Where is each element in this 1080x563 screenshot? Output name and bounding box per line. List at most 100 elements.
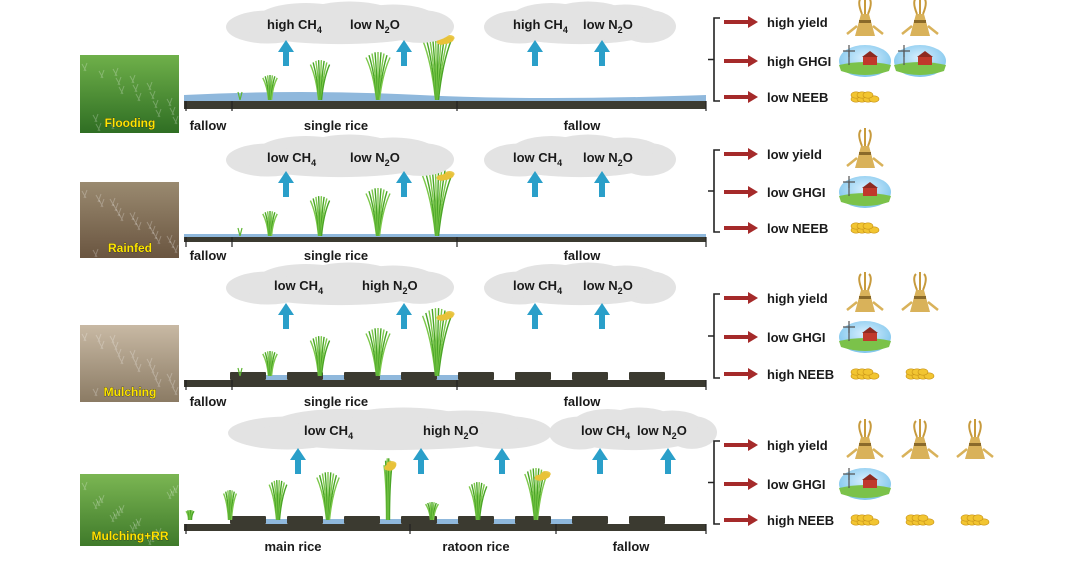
- mulch-ridge: [344, 372, 380, 380]
- n2o-label: high N2O: [362, 278, 418, 296]
- ch4-label: low CH4: [267, 150, 316, 168]
- farm-landscape-icon: [894, 45, 946, 77]
- grain-pile-icon: [850, 514, 880, 526]
- ch4-label: low CH4: [581, 423, 630, 441]
- ch4-label: low CH4: [513, 150, 562, 168]
- segment-label: fallow: [613, 539, 651, 554]
- segment-label: main rice: [264, 539, 321, 554]
- rice-plant-icon: [365, 52, 391, 101]
- seedling-icon: [237, 367, 243, 377]
- farm-landscape-icon: [839, 321, 891, 353]
- rice-plant-icon: [421, 308, 455, 377]
- rice-plant-icon: [262, 211, 278, 237]
- grain-pile-icon: [850, 368, 880, 380]
- furrow-water: [494, 519, 515, 524]
- up-arrow-icon: [594, 171, 610, 197]
- furrow-water: [266, 519, 287, 524]
- n2o-label: low N2O: [583, 150, 633, 168]
- n2o-label: high N2O: [423, 423, 479, 441]
- rice-plant-icon: [365, 328, 391, 377]
- farm-landscape-icon: [839, 45, 891, 77]
- rice-plant-icon: [222, 490, 238, 521]
- grain-pile-icon: [960, 514, 990, 526]
- mulch-ridge: [515, 372, 551, 380]
- mulch-ridge: [287, 516, 323, 524]
- rice-sheaf-icon: [846, 128, 884, 168]
- mulch-ridge: [230, 372, 266, 380]
- field-photo: [80, 325, 179, 402]
- segment-label: single rice: [304, 248, 368, 263]
- furrow-water: [266, 375, 287, 380]
- red-right-arrow-icon: [724, 368, 758, 380]
- emission-cloud: [225, 262, 454, 306]
- segment-label: single rice: [304, 394, 368, 409]
- segment-label: ratoon rice: [442, 539, 509, 554]
- emission-cloud: [549, 407, 717, 451]
- up-arrow-icon: [594, 303, 610, 329]
- mulch-ridge: [344, 516, 380, 524]
- emission-cloud: [225, 1, 454, 45]
- red-right-arrow-icon: [724, 55, 758, 67]
- mulch-ridge: [230, 516, 266, 524]
- outcome-label: high NEEB: [767, 513, 834, 528]
- emission-cloud: [484, 134, 676, 178]
- emission-cloud: [484, 262, 676, 306]
- shallow-water: [184, 234, 706, 237]
- grain-pile-icon: [905, 514, 935, 526]
- ch4-label: high CH4: [267, 17, 322, 35]
- segment-label: fallow: [190, 394, 228, 409]
- segment-label: single rice: [304, 118, 368, 133]
- n2o-label: low N2O: [583, 17, 633, 35]
- outcome-label: low GHGI: [767, 185, 826, 200]
- grain-pile-icon: [850, 91, 880, 103]
- n2o-label: low N2O: [350, 150, 400, 168]
- red-right-arrow-icon: [724, 514, 758, 526]
- rice-plant-icon: [309, 60, 331, 101]
- outcome-label: high GHGI: [767, 54, 831, 69]
- segment-label: fallow: [564, 118, 602, 133]
- red-right-arrow-icon: [724, 16, 758, 28]
- up-arrow-icon: [594, 40, 610, 66]
- rice-plant-icon: [309, 196, 331, 237]
- farm-landscape-icon: [839, 468, 891, 500]
- up-arrow-icon: [290, 448, 306, 474]
- red-right-arrow-icon: [724, 222, 758, 234]
- outcome-label: low NEEB: [767, 221, 828, 236]
- bracket: [708, 17, 720, 102]
- field-photo: [80, 474, 179, 546]
- up-arrow-icon: [592, 448, 608, 474]
- mulch-ridge: [515, 516, 551, 524]
- up-arrow-icon: [660, 448, 676, 474]
- mulch-ridge: [572, 516, 608, 524]
- red-right-arrow-icon: [724, 478, 758, 490]
- up-arrow-icon: [278, 40, 294, 66]
- outcome-label: high yield: [767, 291, 828, 306]
- up-arrow-icon: [413, 448, 429, 474]
- farm-landscape-icon: [839, 176, 891, 208]
- rice-sheaf-icon: [956, 419, 994, 459]
- seedling-icon: [237, 91, 243, 101]
- outcome-label: high yield: [767, 15, 828, 30]
- outcome-label: low yield: [767, 147, 822, 162]
- rice-plant-icon: [425, 502, 439, 521]
- soil-bar: [184, 101, 706, 109]
- grain-pile-icon: [905, 368, 935, 380]
- ch4-label: low CH4: [513, 278, 562, 296]
- n2o-label: low N2O: [350, 17, 400, 35]
- segment-label: fallow: [564, 248, 602, 263]
- ch4-label: high CH4: [513, 17, 568, 35]
- up-arrow-icon: [278, 171, 294, 197]
- emission-cloud: [228, 407, 552, 451]
- furrow-water: [380, 519, 401, 524]
- mulch-ridge: [458, 372, 494, 380]
- field-photo: [80, 55, 179, 133]
- red-right-arrow-icon: [724, 186, 758, 198]
- rice-plant-icon: [262, 351, 278, 377]
- mulch-ridge: [572, 372, 608, 380]
- furrow-water: [437, 519, 458, 524]
- up-arrow-icon: [527, 171, 543, 197]
- rice-sheaf-icon: [846, 0, 884, 36]
- outcome-label: low GHGI: [767, 330, 826, 345]
- rice-sheaf-icon: [901, 419, 939, 459]
